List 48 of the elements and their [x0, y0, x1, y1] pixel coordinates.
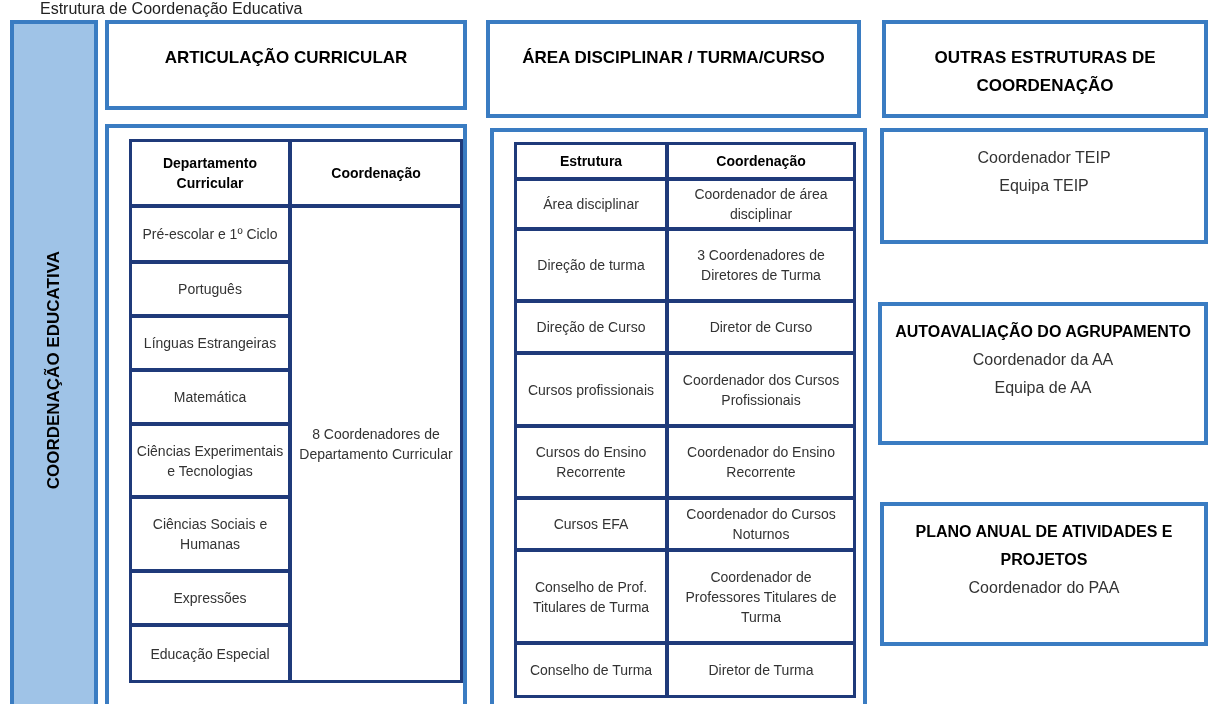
table-cell: Diretor de Turma — [666, 642, 856, 698]
table-cell: Direção de turma — [514, 228, 668, 302]
section-header-box — [486, 20, 861, 118]
table-header-cell: Departamento Curricular — [129, 139, 291, 207]
table-cell: Português — [129, 261, 291, 317]
table-cell: Pré-escolar e 1º Ciclo — [129, 205, 291, 263]
info-box — [878, 302, 1208, 445]
table-cell: Direção de Curso — [514, 300, 668, 354]
section-heading: OUTRAS ESTRUTURAS DE COORDENAÇÃO — [933, 47, 1157, 97]
section-header-box — [882, 20, 1208, 118]
table-cell: Diretor de Curso — [666, 300, 856, 354]
table-cell: 3 Coordenadores de Diretores de Turma — [666, 228, 856, 302]
diagram-title: Estrutura de Coordenação Educativa — [40, 0, 303, 18]
table-cell: Ciências Sociais e Humanas — [129, 496, 291, 572]
band-heading: COORDENAÇÃO EDUCATIVA — [43, 250, 65, 490]
table-cell: Matemática — [129, 369, 291, 425]
section-heading: ÁREA DISCIPLINAR / TURMA/CURSO — [522, 47, 825, 69]
table-cell: Coordenador do Ensino Recorrente — [666, 425, 856, 499]
table-cell: Coordenador dos Cursos Profissionais — [666, 352, 856, 427]
box-text: Equipa de AA — [994, 378, 1092, 398]
table-header-cell: Coordenação — [666, 142, 856, 180]
info-box — [880, 502, 1208, 646]
side-band — [10, 20, 98, 704]
table-cell: Línguas Estrangeiras — [129, 315, 291, 371]
info-box — [880, 128, 1208, 244]
table-cell: Educação Especial — [129, 624, 291, 683]
box-heading: AUTOAVALIAÇÃO DO AGRUPAMENTO — [895, 321, 1191, 342]
box-heading: PLANO ANUAL DE ATIVIDADES E PROJETOS — [914, 522, 1174, 570]
table-cell: Conselho de Prof. Titulares de Turma — [514, 549, 668, 644]
section-header-box — [105, 20, 467, 110]
box-text: Equipa TEIP — [999, 176, 1089, 196]
table-cell: Coordenador do Cursos Noturnos — [666, 497, 856, 551]
table-header-cell: Coordenação — [289, 139, 463, 207]
table-cell: Área disciplinar — [514, 178, 668, 230]
box-text: Coordenador da AA — [972, 350, 1114, 370]
table-cell: Expressões — [129, 570, 291, 626]
box-text: Coordenador do PAA — [968, 578, 1120, 598]
table-cell: Coordenador de área disciplinar — [666, 178, 856, 230]
table-cell: Conselho de Turma — [514, 642, 668, 698]
table-cell: Coordenador de Professores Titulares de Turma — [666, 549, 856, 644]
table-header-cell: Estrutura — [514, 142, 668, 180]
box-text: Coordenador TEIP — [977, 148, 1111, 168]
section-heading: ARTICULAÇÃO CURRICULAR — [164, 47, 408, 69]
table-cell: Cursos EFA — [514, 497, 668, 551]
table-cell: Cursos profissionais — [514, 352, 668, 427]
table-cell: 8 Coordenadores de Departamento Curricular — [289, 205, 463, 683]
table-cell: Ciências Experimentais e Tecnologias — [129, 423, 291, 498]
table-cell: Cursos do Ensino Recorrente — [514, 425, 668, 499]
